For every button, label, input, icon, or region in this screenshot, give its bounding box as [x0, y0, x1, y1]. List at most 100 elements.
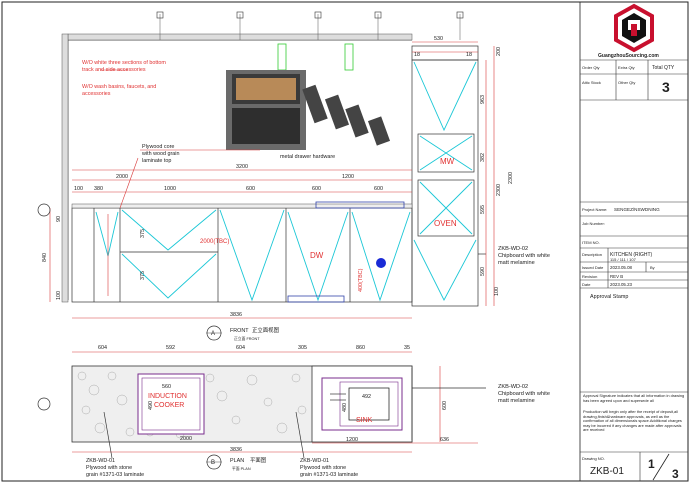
plan-dim-top: 305	[298, 345, 307, 351]
note-accessories: W/O white three sections of bottom	[82, 60, 166, 66]
approval-note: Approval Signature indicates that all in…	[583, 393, 686, 403]
dim-vert: 963	[480, 95, 486, 104]
dim-top: 200	[496, 47, 502, 56]
production-note: Production will begin only after the rec…	[583, 409, 686, 433]
outlet-marker	[277, 43, 287, 71]
sink-edge	[315, 201, 405, 209]
date-value: 2023.05.23	[610, 282, 633, 287]
plan-ref-a: ZKB-WD-01	[86, 458, 115, 464]
ref-desc: Chipboard with white	[498, 253, 550, 259]
dim-row: 600	[312, 186, 321, 192]
description-value: KITCHEN (RIGHT)	[610, 252, 653, 258]
revision-value: REV B	[610, 274, 623, 279]
outlet-marker	[344, 43, 354, 71]
note-plywood-3: laminate top	[142, 158, 171, 164]
door-swing	[95, 211, 119, 257]
plan-sub: 平面 PLAN	[232, 466, 251, 471]
description-label: Description	[582, 252, 602, 257]
tall-unit	[411, 59, 479, 307]
plan-ref-c: ZKB-WD-02	[498, 384, 528, 390]
dim-vert: 382	[480, 153, 486, 162]
plan-cn: 平面图	[250, 456, 266, 464]
front-sub: 正立面 FRONT	[234, 336, 260, 341]
plan-dim-top: 604	[236, 345, 245, 351]
total-qty-value: 3	[662, 79, 670, 95]
plan-dim-inner: 480	[342, 403, 348, 412]
sink	[321, 377, 403, 431]
dw-base	[287, 295, 345, 303]
dim-vert: 2300	[496, 184, 502, 196]
brand-name: GuangzhouSourcing.com	[598, 53, 659, 59]
approval-note-text: Approval Signature indicates that all in…	[583, 393, 685, 403]
dim-2000: 2000	[116, 174, 128, 180]
door-swing	[287, 211, 349, 302]
drawer-swing	[121, 253, 217, 299]
drain-symbol	[376, 258, 386, 268]
plan-sink-unit	[311, 365, 413, 443]
stone-texture	[77, 371, 307, 439]
front-label: FRONT	[230, 328, 249, 334]
note-basins: W/O wash basins, faucets, and	[82, 84, 156, 90]
plan-ref-a-desc: Plywood with stone	[86, 465, 132, 471]
plan-dim-side: 600	[442, 401, 448, 410]
dim-row: 380	[94, 186, 103, 192]
plan-dim-inner: 560	[162, 384, 171, 390]
total-qty-label: Total QTY	[652, 65, 675, 71]
note-plywood-2: with wood grain	[141, 151, 179, 157]
issued-date-value: 2023.05.08	[610, 265, 633, 270]
oven-cross	[419, 181, 473, 235]
plan-dim-total: 3836	[230, 447, 242, 453]
tbc-vert-label: 400(TBC)	[358, 268, 364, 292]
drawing-no-label: Drawing NO.	[582, 456, 605, 461]
dim-vert: 100	[494, 287, 500, 296]
note-hardware: metal drawer hardware	[280, 154, 335, 160]
plan-dim-inner: 490	[148, 401, 154, 410]
job-number-label: Job Number:	[582, 221, 605, 226]
dim-1200: 1200	[342, 174, 354, 180]
level-marker	[37, 397, 51, 411]
tbc-label: 2000(TBC)	[200, 239, 229, 245]
note-accessories-2: track and side accessories	[82, 67, 146, 73]
dim-left: 840	[42, 253, 48, 262]
dim-top: 530	[434, 36, 443, 42]
dim-vert: 595	[480, 205, 486, 214]
dim-row: 600	[246, 186, 255, 192]
other-qty-label: Other Qty	[618, 80, 635, 85]
plan-ref-c-desc: Chipboard with white	[498, 391, 550, 397]
marker-b-letter: B	[211, 460, 215, 466]
plan-ref-b-desc2: grain #1371-03 laminate	[300, 472, 358, 478]
grid-markers	[156, 11, 464, 40]
description-value-2: 115 / 111 / 107	[610, 257, 637, 262]
dim-top: 18	[466, 52, 472, 58]
sink-label: SINK	[356, 417, 373, 424]
marker-a-letter: A	[211, 331, 215, 337]
plan-label: PLAN	[230, 458, 244, 464]
dim-row: 100	[74, 186, 83, 192]
sheet-total: 3	[672, 467, 679, 481]
revision-label: Revision	[582, 274, 597, 279]
by-label: By	[650, 265, 655, 270]
oven-label: OVEN	[434, 219, 457, 228]
plan-ref-b: ZKB-WD-01	[300, 458, 329, 464]
dim-top: 18	[414, 52, 420, 58]
door-swing	[219, 209, 285, 302]
countertop	[71, 203, 413, 209]
plan-dim-top: 35	[404, 345, 410, 351]
dim-row: 600	[374, 186, 383, 192]
approval-stamp: Approval Stamp	[590, 294, 628, 300]
note-basins-2: accessories	[82, 91, 111, 97]
plan-dimensions	[72, 351, 478, 453]
title-block-grid	[580, 59, 688, 481]
tall-door-swing	[413, 61, 477, 132]
ref-label: ZKB-WD-02	[498, 246, 528, 252]
mw-label: MW	[440, 157, 455, 166]
dw-label: DW	[310, 251, 324, 260]
induction-label: INDUCTION	[148, 393, 187, 400]
door-swing	[351, 211, 411, 302]
item-no-label: ITEM NO.	[582, 240, 600, 245]
dim-left: 100	[56, 291, 62, 300]
production-note-text: Production will begin only after the rec…	[583, 409, 682, 433]
plan-dim-inner: 492	[362, 394, 371, 400]
drawer-photo	[226, 70, 391, 150]
